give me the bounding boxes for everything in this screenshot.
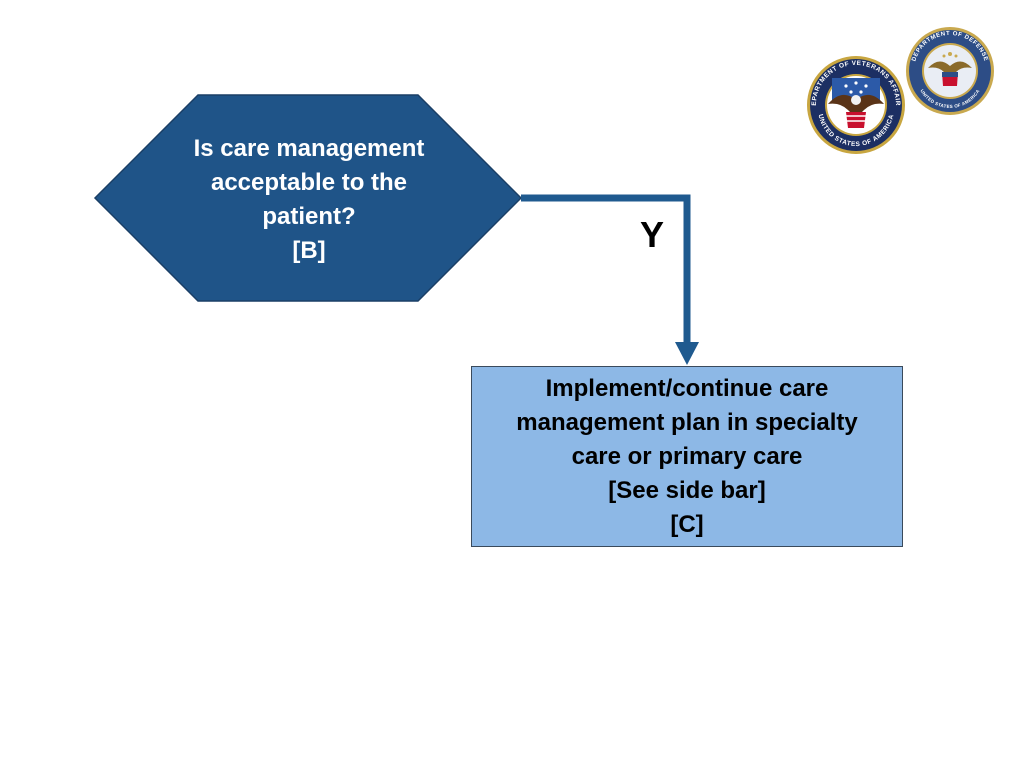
decision-hexagon	[93, 94, 523, 302]
va-seal-top-text: DEPARTMENT OF VETERANS AFFAIRS	[0, 0, 901, 106]
dod-seal: DEPARTMENT OF DEFENSE UNITED STATES OF A…	[906, 27, 994, 115]
process-line-1: Implement/continue care	[545, 375, 829, 402]
yes-connector-line	[521, 194, 691, 344]
process-line-5: [C]	[670, 511, 704, 538]
decision-label: Is care management acceptable to the pat…	[150, 132, 468, 268]
svg-text:DEPARTMENT OF VETERANS AFFAIRS: DEPARTMENT OF VETERANS AFFAIRS	[0, 0, 901, 106]
process-line-4: [See side bar]	[608, 477, 766, 504]
process-box	[471, 366, 903, 547]
process-line-3: care or primary care	[571, 443, 803, 470]
yes-connector-arrowhead	[675, 342, 699, 365]
process-label: Implement/continue care management plan …	[471, 372, 903, 542]
yes-branch-label: Y	[640, 214, 665, 255]
process-line-2: management plan in specialty	[516, 409, 858, 436]
decision-line-2: acceptable to the	[210, 169, 408, 196]
decision-line-4: [B]	[292, 237, 326, 264]
decision-line-1: Is care management	[193, 135, 425, 162]
decision-line-3: patient?	[262, 203, 356, 230]
